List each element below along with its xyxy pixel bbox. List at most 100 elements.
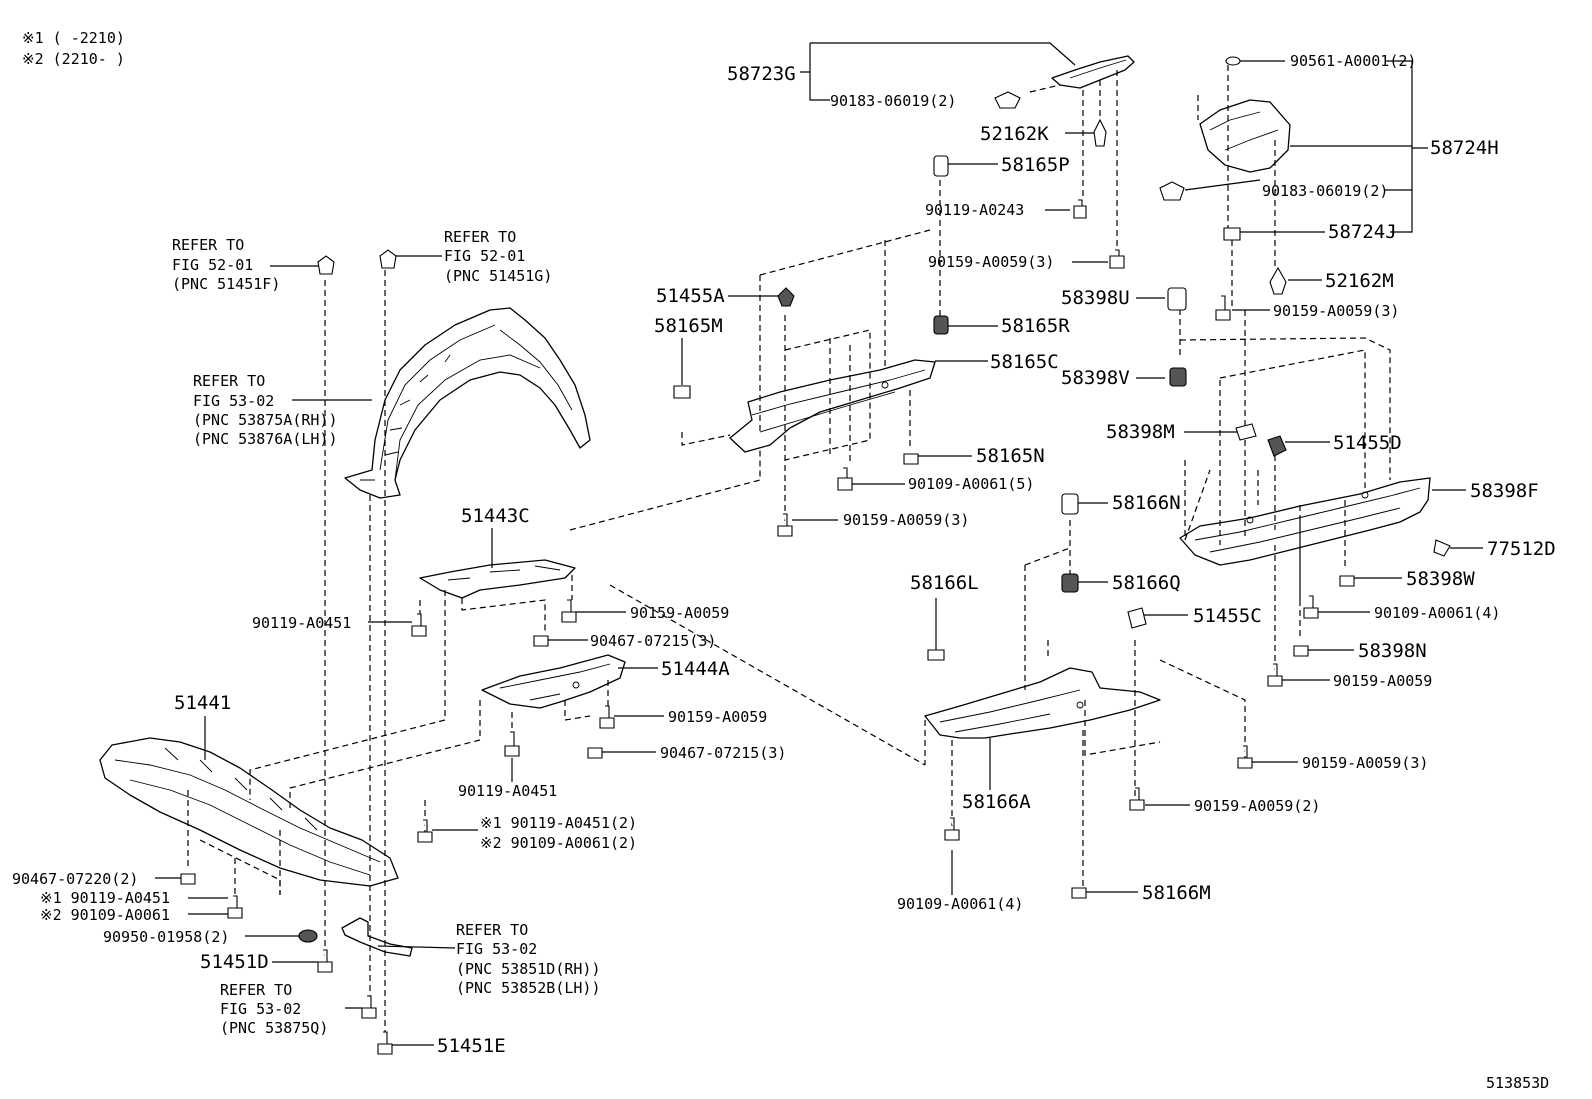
bolt-icon <box>1303 595 1319 619</box>
part-label: 90467-07215(3) <box>590 632 716 650</box>
part-label: 90159-A0059(3) <box>928 253 1054 271</box>
part-label: 51455C <box>1193 605 1262 627</box>
bolt-icon <box>1073 199 1087 219</box>
nut-icon <box>1223 227 1241 241</box>
clip-icon <box>1235 423 1257 441</box>
bolt-icon <box>504 731 520 757</box>
ref-line: FIG 53-02 <box>220 1000 301 1018</box>
ref-53875a: REFER TO FIG 53-02 (PNC 53875A(RH)) (PNC… <box>193 372 338 448</box>
leader-lines <box>155 42 1483 1046</box>
part-label: 58165R <box>1001 315 1070 337</box>
part-label: ※1 90119-A0451(2) <box>480 814 637 832</box>
part-label: 58398U <box>1061 287 1130 309</box>
clip-icon <box>1159 181 1185 201</box>
bolt-icon <box>227 895 243 919</box>
part-labels: 58723G 90183-06019(2) 52162K 58165P 9011… <box>12 52 1556 1057</box>
ref-53851d: REFER TO FIG 53-02 (PNC 53851D(RH)) (PNC… <box>456 921 601 997</box>
cover-51444a-part <box>481 654 626 709</box>
part-label: 51451E <box>437 1035 506 1057</box>
engine-under-cover-51441-part <box>99 737 399 887</box>
part-label: 58724J <box>1328 221 1397 243</box>
part-label: 51451D <box>200 951 269 973</box>
bolt-icon <box>1237 745 1253 769</box>
bracket-53851d-part <box>341 917 413 957</box>
bolt-icon <box>1267 663 1283 687</box>
part-label: 52162M <box>1325 270 1394 292</box>
bolt-icon <box>1071 887 1087 899</box>
ref-line: (PNC 53876A(LH)) <box>193 430 338 448</box>
bolt-icon <box>1109 249 1125 269</box>
bolt-icon <box>377 1031 393 1055</box>
ref-51451g: REFER TO FIG 52-01 (PNC 51451G) <box>444 228 552 285</box>
bracket-58723g-part <box>1051 55 1135 89</box>
fender-liner-part <box>344 307 591 499</box>
ref-line: REFER TO <box>193 372 265 390</box>
bolt-icon <box>1293 645 1309 657</box>
bolt-icon <box>1339 575 1355 587</box>
ref-line: (PNC 53875Q) <box>220 1019 328 1037</box>
part-label: 58723G <box>727 63 796 85</box>
ref-line: FIG 53-02 <box>456 940 537 958</box>
clip-icon <box>777 287 795 307</box>
ref-line: (PNC 53851D(RH)) <box>456 960 601 978</box>
bolt-icon <box>777 513 793 537</box>
part-label: 58166Q <box>1112 572 1181 594</box>
part-label: 90109-A0061(4) <box>897 895 1023 913</box>
part-label: 51443C <box>461 505 530 527</box>
clip-icon <box>379 249 397 269</box>
part-label: 58398N <box>1358 640 1427 662</box>
grommet-icon <box>298 929 318 943</box>
part-label: 90159-A0059(3) <box>1302 754 1428 772</box>
bolt-icon <box>1215 295 1231 321</box>
ref-line: (PNC 51451F) <box>172 275 280 293</box>
part-label: 90159-A0059 <box>1333 672 1432 690</box>
part-label: ※2 90109-A0061 <box>40 906 170 924</box>
part-label: 90159-A0059 <box>668 708 767 726</box>
part-label: 51455A <box>656 285 725 307</box>
part-label: 90159-A0059 <box>630 604 729 622</box>
ref-line: (PNC 51451G) <box>444 267 552 285</box>
ref-line: FIG 53-02 <box>193 392 274 410</box>
part-label: 90467-07220(2) <box>12 870 138 888</box>
part-label: ※2 90109-A0061(2) <box>480 834 637 852</box>
clip-icon <box>1093 118 1107 147</box>
clip-icon <box>927 649 945 661</box>
part-label: 90950-01958(2) <box>103 928 229 946</box>
part-label: 90159-A0059(2) <box>1194 797 1320 815</box>
clip-icon <box>1433 539 1451 557</box>
ref-line: REFER TO <box>444 228 516 246</box>
nut-icon <box>1061 493 1079 515</box>
ref-line: FIG 52-01 <box>172 256 253 274</box>
part-label: 58724H <box>1430 137 1499 159</box>
clip-icon <box>1127 607 1147 629</box>
bolt-icon <box>837 467 853 491</box>
under-cover-58398f-part <box>1179 477 1431 566</box>
bolt-icon <box>417 819 433 843</box>
nut-icon <box>1169 367 1187 387</box>
part-label: 58398M <box>1106 421 1175 443</box>
part-label: 58165P <box>1001 154 1070 176</box>
nut-icon <box>933 155 949 177</box>
part-label: 90159-A0059(3) <box>1273 302 1399 320</box>
part-label: 58166L <box>910 572 979 594</box>
bolt-icon <box>561 599 577 623</box>
ref-line: (PNC 53875A(RH)) <box>193 411 338 429</box>
part-label: 90183-06019(2) <box>1262 182 1388 200</box>
part-label: 90109-A0061(5) <box>908 475 1034 493</box>
ref-line: REFER TO <box>172 236 244 254</box>
part-label: 90561-A0001(2) <box>1290 52 1416 70</box>
bolt-icon <box>903 453 919 465</box>
clip-icon <box>1267 435 1287 457</box>
part-label: 90119-A0451 <box>252 614 351 632</box>
bolt-icon <box>599 705 615 729</box>
ref-51451f: REFER TO FIG 52-01 (PNC 51451F) <box>172 236 280 293</box>
part-label: 51441 <box>174 692 231 714</box>
cover-58724h-part <box>1199 99 1291 173</box>
part-label: 90159-A0059(3) <box>843 511 969 529</box>
clip-icon <box>317 255 335 275</box>
bracket-51443c-part <box>419 559 576 599</box>
side-cover-58165c-part <box>729 359 936 453</box>
ref-line: REFER TO <box>220 981 292 999</box>
part-label: 58165M <box>654 315 723 337</box>
